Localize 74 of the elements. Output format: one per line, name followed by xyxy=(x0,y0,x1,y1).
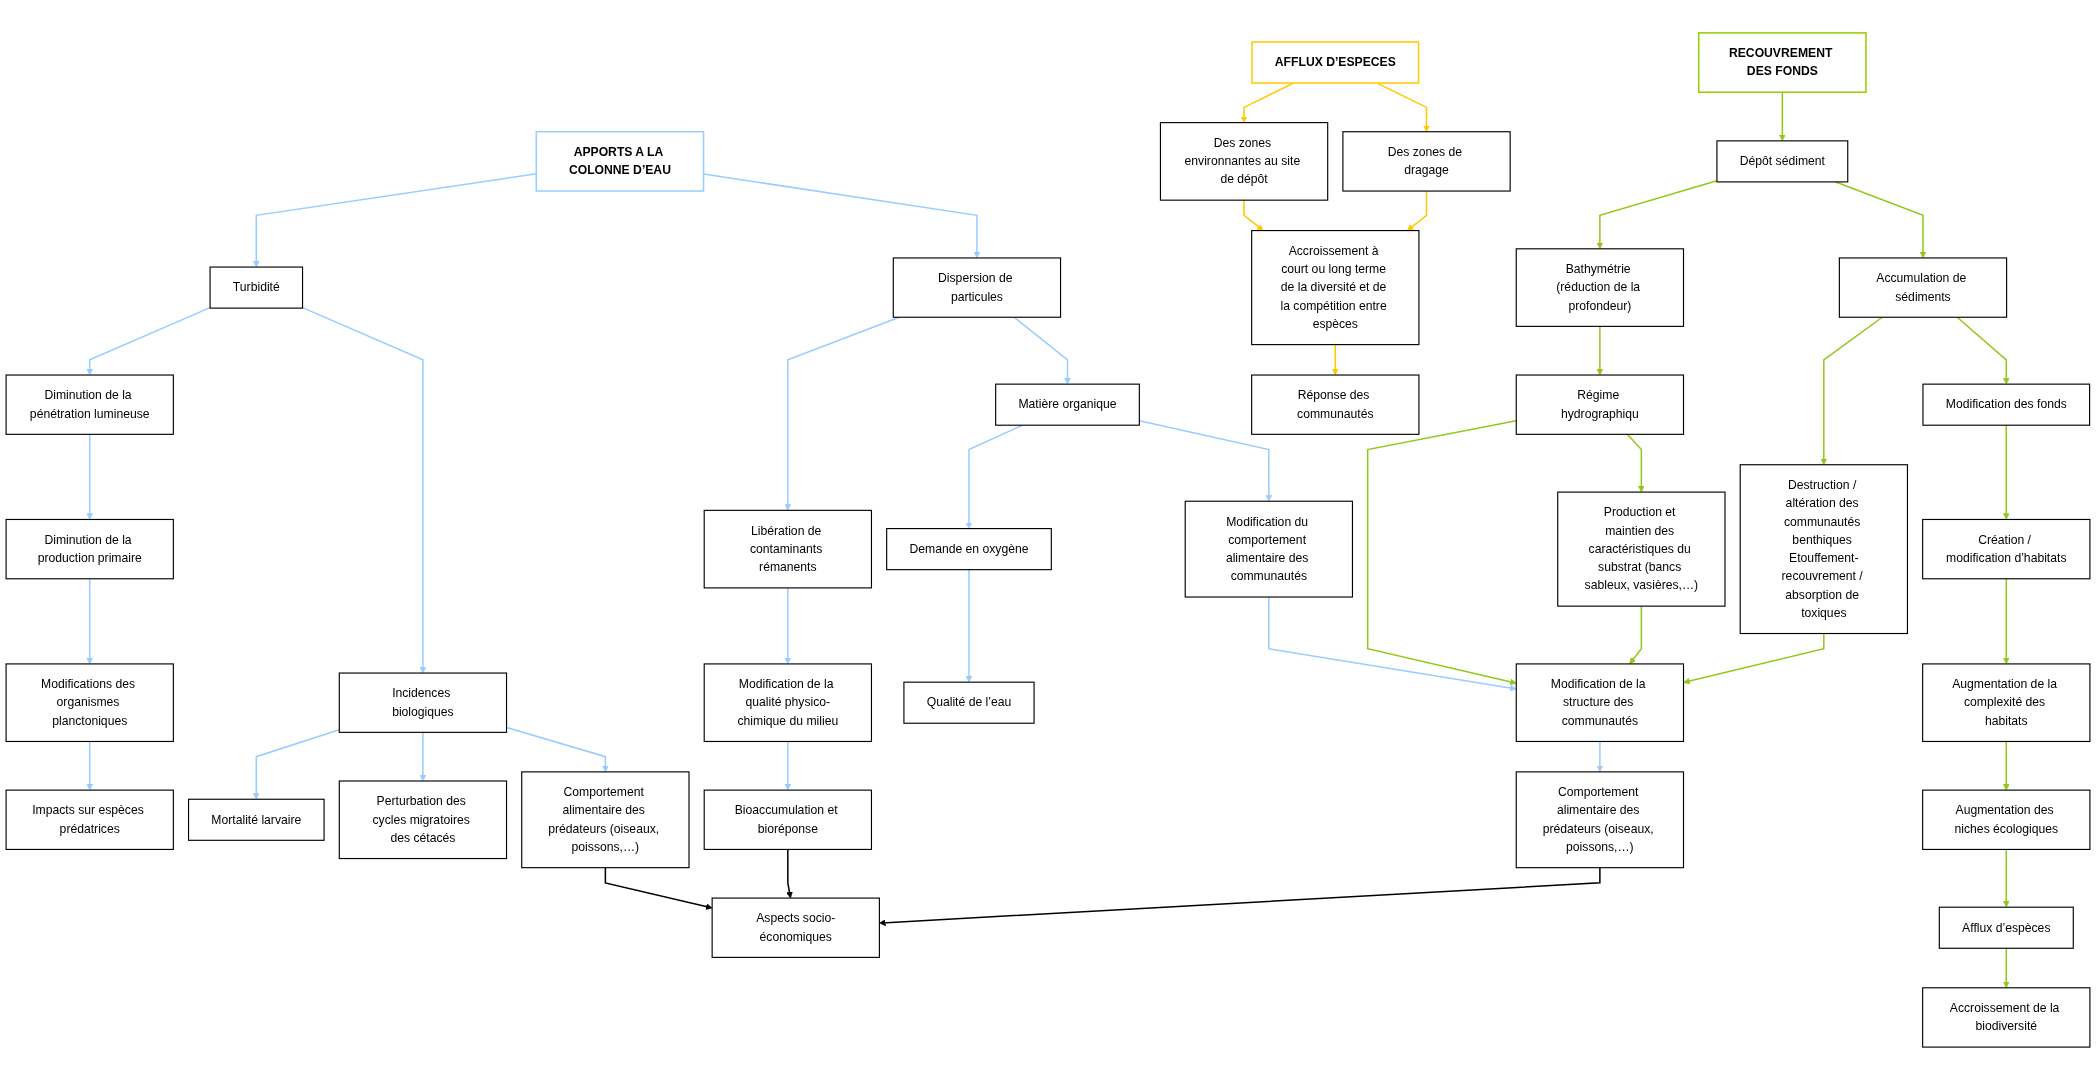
node-box: Comportement alimentaire des prédateurs (oiseaux, poissons,…) xyxy=(1515,771,1685,869)
arrow xyxy=(86,740,94,791)
arrow xyxy=(2002,424,2010,520)
arrow xyxy=(1013,316,1071,385)
node-box: Modification des fonds xyxy=(1922,383,2091,426)
arrow xyxy=(784,740,792,791)
node-box: Libération de contaminants rémanents xyxy=(703,509,873,589)
arrow xyxy=(2002,947,2010,989)
node-box: Accroissement à court ou long terme de la diversité et de la compétition entre espèces xyxy=(1251,230,1420,346)
node-box: Création / modification d’habitats xyxy=(1922,518,2091,580)
node-box: Afflux d’espèces xyxy=(1938,906,2074,949)
node-box: Impacts sur espèces prédatrices xyxy=(5,789,174,850)
arrow xyxy=(1376,82,1430,133)
node-box: Incidences biologiques xyxy=(338,672,508,733)
node-box: Diminution de la production primaire xyxy=(5,518,174,580)
node-box: Turbidité xyxy=(209,266,304,309)
node-box: Production et maintien des caractéristiques du substrat (bancs sableux, vasières,…) xyxy=(1557,491,1726,607)
node-box: Régime hydrographiqu xyxy=(1515,374,1685,435)
node-box: Modification du comportement alimentaire des communautés xyxy=(1184,500,1354,598)
node-box: Modification de la qualité physico-chimique du milieu xyxy=(703,663,873,743)
node-box: Augmentation des niches écologiques xyxy=(1922,789,2091,850)
node-box: Modifications des organismes planctoniques xyxy=(5,663,174,743)
arrow xyxy=(1407,190,1428,231)
node-box: Accumulation de sédiments xyxy=(1838,257,2008,318)
arrow xyxy=(252,729,341,800)
arrow xyxy=(86,306,211,376)
node-box: Dépôt sédiment xyxy=(1716,140,1849,183)
node-box: Des zones de dragage xyxy=(1342,131,1511,192)
node-box: Demande en oxygène xyxy=(886,528,1052,571)
node-box: AFFLUX D’ESPECES xyxy=(1251,41,1420,84)
node-box: Des zones environnantes au site de dépôt xyxy=(1159,122,1329,201)
arrow xyxy=(1626,433,1645,493)
node-box: Modification de la structure des communautés xyxy=(1515,663,1685,743)
arrow xyxy=(86,578,94,665)
arrow xyxy=(1683,632,1825,685)
node-box: Aspects socio-économiques xyxy=(711,897,880,958)
arrow xyxy=(1331,343,1339,376)
arrow xyxy=(419,731,427,782)
arrow xyxy=(2002,740,2010,791)
node-box: Mortalité larvaire xyxy=(187,798,325,841)
node-box: Matière organique xyxy=(995,383,1140,426)
node-box: Bioaccumulation et bioréponse xyxy=(703,789,873,850)
node-box: Augmentation de la complexité des habitats xyxy=(1922,663,2091,743)
arrow xyxy=(786,848,793,899)
node-box: Dispersion de particules xyxy=(892,257,1062,318)
arrow xyxy=(604,866,713,910)
arrow xyxy=(1596,325,1604,376)
node-box: Réponse des communautés xyxy=(1251,374,1420,435)
arrow xyxy=(784,587,792,665)
node-box: Accroissement de la biodiversité xyxy=(1922,987,2091,1048)
arrow xyxy=(1629,605,1643,665)
node-box: Qualité de l’eau xyxy=(903,681,1035,724)
arrow xyxy=(2002,848,2010,908)
arrow xyxy=(86,433,94,520)
arrow xyxy=(1268,596,1517,692)
node-box: Perturbation des cycles migratoires des cétacés xyxy=(338,780,508,860)
arrow xyxy=(1366,420,1517,686)
arrow xyxy=(1820,316,1884,466)
node-box: RECOUVREMENT DES FONDS xyxy=(1697,32,1867,93)
arrow xyxy=(1596,180,1718,250)
arrow xyxy=(879,866,1601,927)
node-box: Bathymétrie (réduction de la profondeur) xyxy=(1515,248,1685,327)
arrow xyxy=(1956,316,2010,385)
arrow xyxy=(965,568,973,683)
node-box: Comportement alimentaire des prédateurs (oiseaux, poissons,…) xyxy=(521,771,690,869)
arrow xyxy=(1779,91,1786,142)
node-box: APPORTS A LA COLONNE D’EAU xyxy=(535,131,705,192)
arrow xyxy=(1596,740,1604,773)
arrow xyxy=(2002,578,2010,665)
arrow xyxy=(1835,181,1927,259)
arrow xyxy=(1243,199,1264,231)
node-box: Destruction / altération des communautés benthiques Etouffement-recouvrement / absorption de toxiques xyxy=(1739,464,1909,635)
node-box: Diminution de la pénétration lumineuse xyxy=(5,374,174,435)
arrow xyxy=(301,306,427,674)
